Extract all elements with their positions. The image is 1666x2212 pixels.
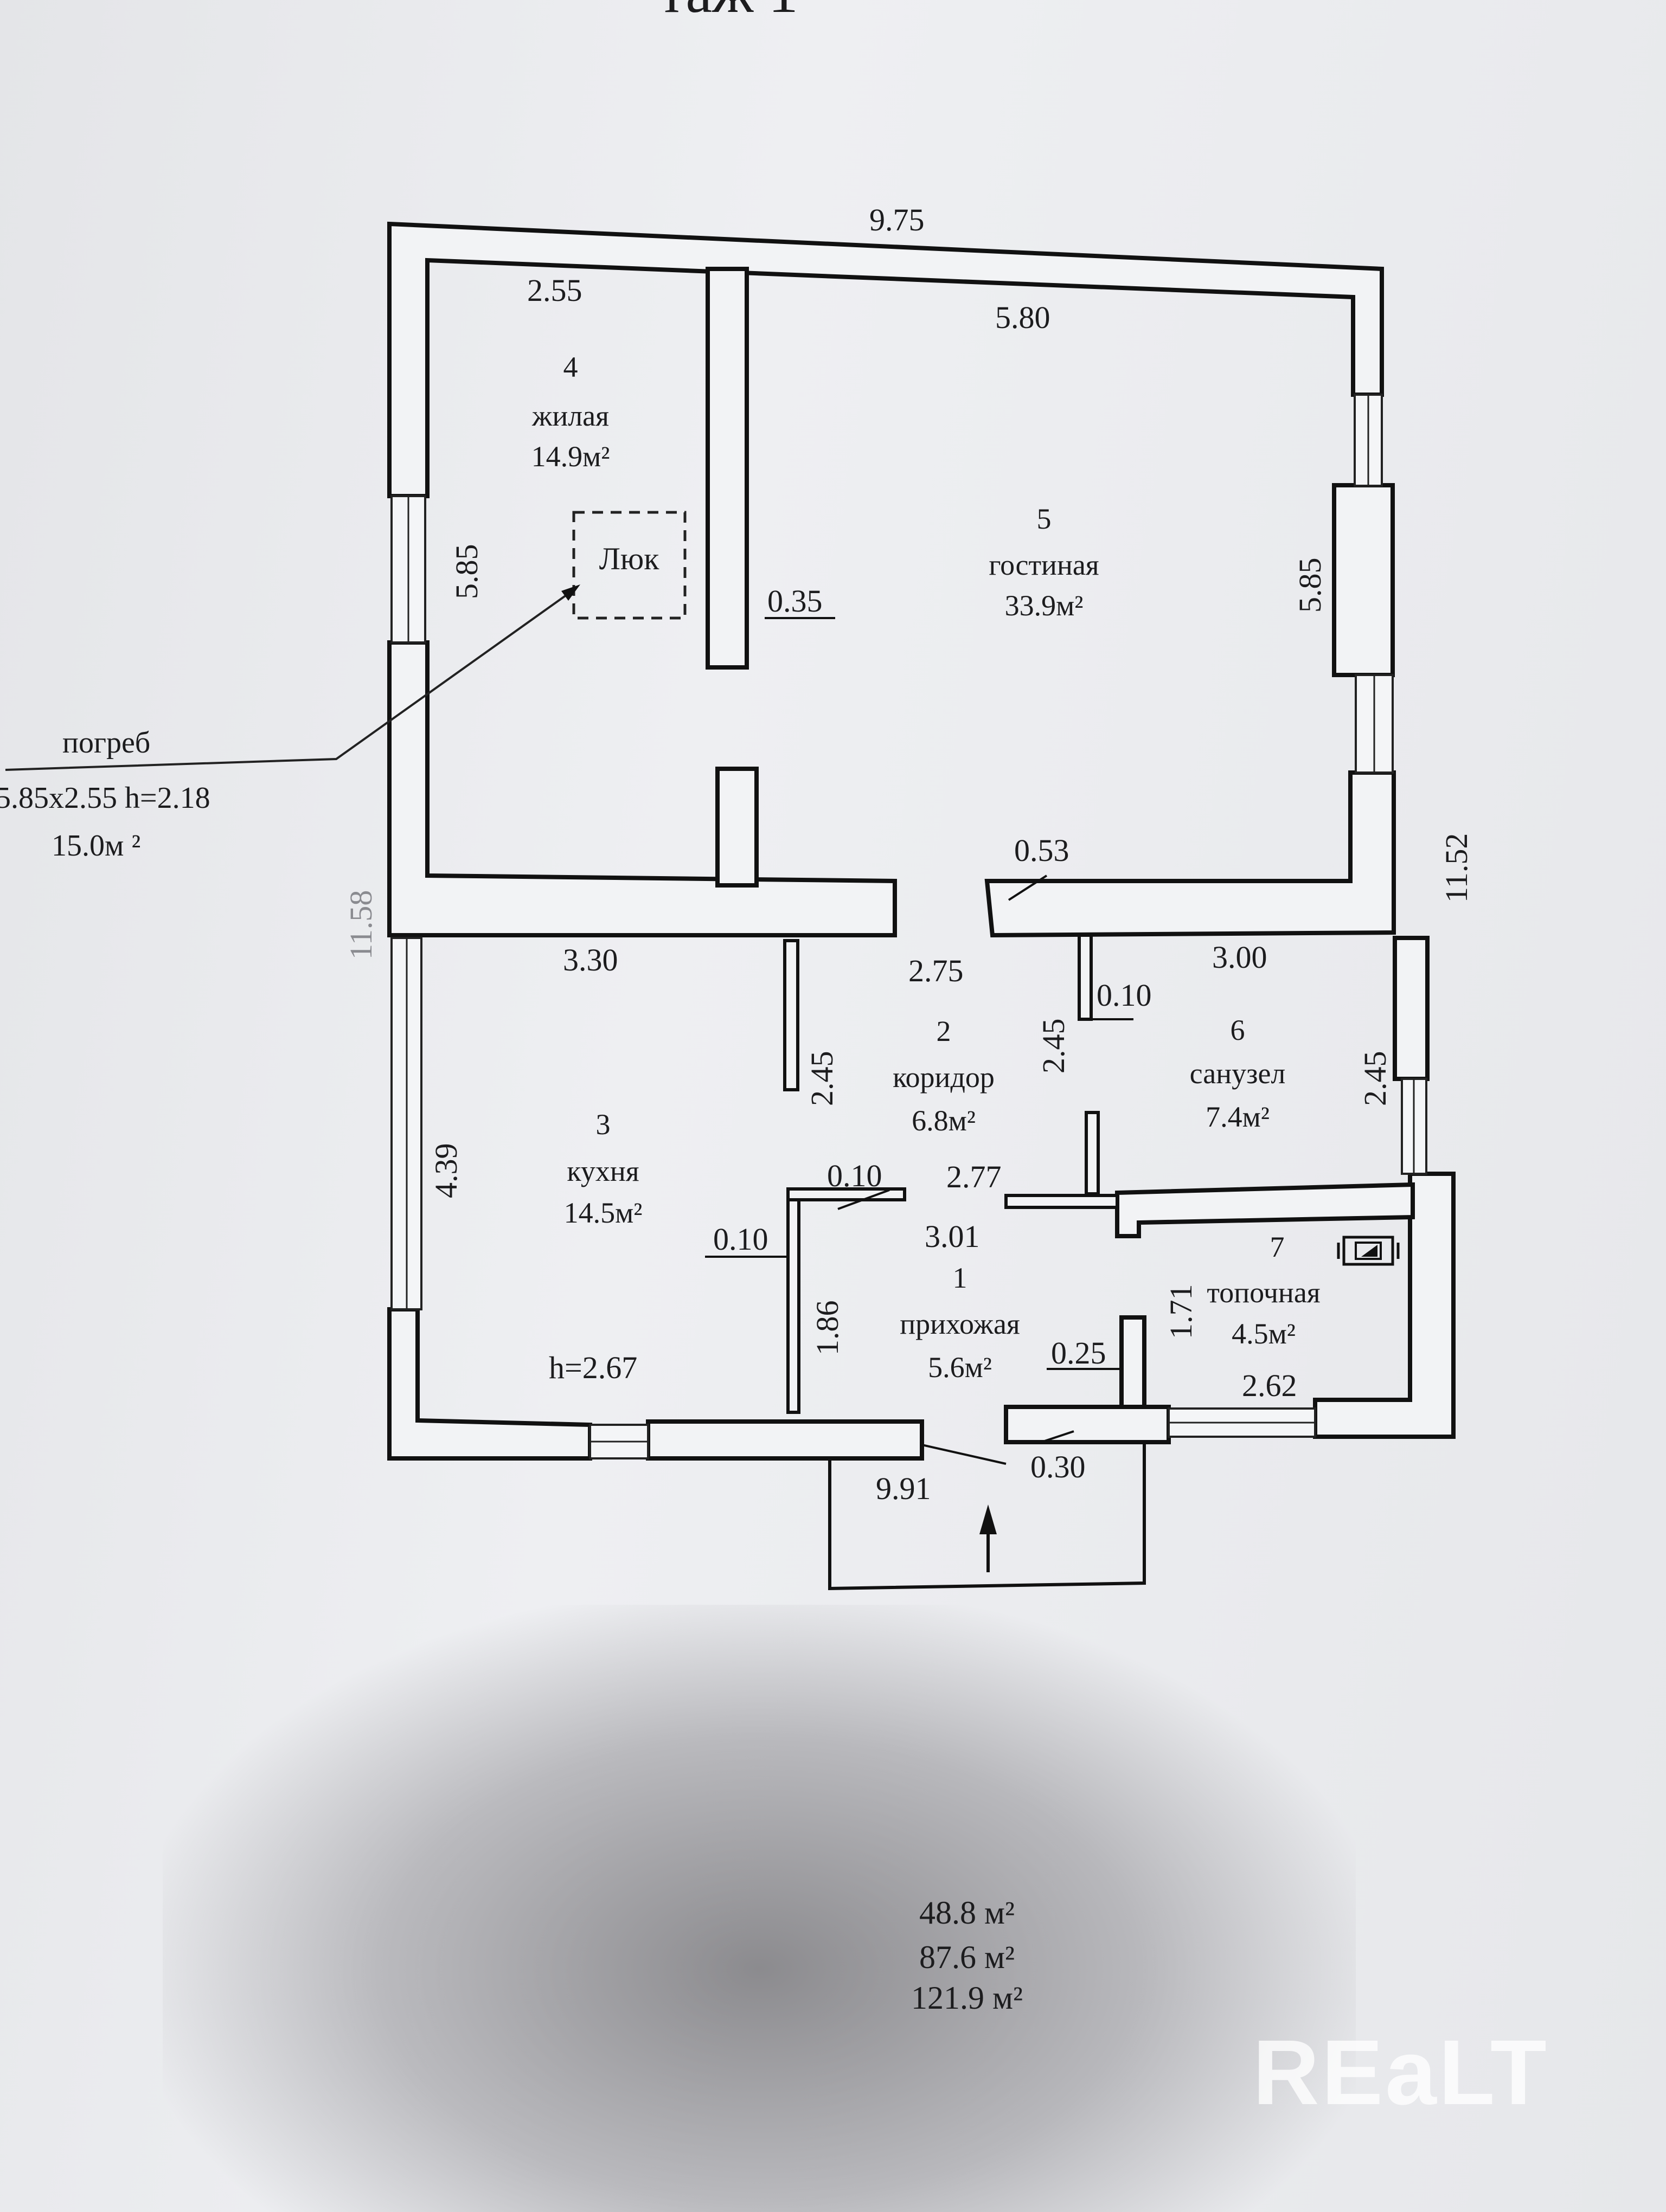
room-3: 3 кухня 14.5м² bbox=[564, 1108, 643, 1229]
room-number: 1 bbox=[953, 1262, 967, 1294]
dim-bottom-total: 9.91 bbox=[876, 1471, 931, 1506]
dim-wall-010-c: 0.10 bbox=[713, 1221, 768, 1257]
dim-right-total: 11.52 bbox=[1439, 833, 1474, 903]
thin-partitions bbox=[783, 934, 1119, 1414]
dim-opening: 0.53 bbox=[1014, 833, 1069, 868]
realt-watermark-logo: REaLT bbox=[1253, 2021, 1549, 2124]
entrance-arrow bbox=[979, 1504, 997, 1572]
room-number: 6 bbox=[1231, 1014, 1245, 1046]
dimension-lines bbox=[705, 617, 1133, 1443]
porch bbox=[828, 1442, 1146, 1591]
room-name: санузел bbox=[1190, 1057, 1286, 1090]
total-3: 121.9 м² bbox=[911, 1980, 1023, 2016]
room-name: топочная bbox=[1207, 1276, 1320, 1309]
room-area: 5.6м² bbox=[928, 1351, 992, 1384]
dim-wall-030: 0.30 bbox=[1030, 1449, 1086, 1484]
partition-corridor-bath-top bbox=[1078, 934, 1093, 1021]
hand-shadow bbox=[163, 1605, 1356, 2212]
outer-wall-left-upper bbox=[387, 640, 897, 937]
dim-partition: 0.35 bbox=[767, 583, 823, 619]
outer-wall-right-middle bbox=[1332, 483, 1395, 677]
total-1: 48.8 м² bbox=[919, 1895, 1015, 1931]
hatch-label: Люк bbox=[599, 541, 660, 576]
room-number: 3 bbox=[596, 1108, 611, 1141]
dim-kitchen-height: 4.39 bbox=[428, 1143, 464, 1199]
dim-left-height: 5.85 bbox=[449, 544, 484, 600]
cellar-size: 5.85x2.55 h=2.18 bbox=[0, 781, 210, 815]
windows bbox=[390, 394, 1427, 1459]
room-name: коридор bbox=[893, 1061, 995, 1094]
dim-wall-010-a: 0.10 bbox=[1097, 978, 1152, 1013]
outer-wall-bottom-mid bbox=[646, 1419, 924, 1461]
dim-right-height: 5.85 bbox=[1292, 558, 1328, 613]
partition-4-5-top bbox=[706, 267, 749, 670]
dim-hall-height: 1.86 bbox=[810, 1301, 845, 1356]
dim-room5-width: 5.80 bbox=[995, 300, 1050, 335]
room-area: 14.9м² bbox=[531, 440, 610, 473]
room-name: жилая bbox=[531, 400, 609, 432]
floor-header: таж 1 bbox=[659, 0, 798, 25]
room-area: 4.5м² bbox=[1232, 1317, 1296, 1350]
room-7: 7 топочная 4.5м² bbox=[1207, 1231, 1320, 1350]
ceiling-height: h=2.67 bbox=[549, 1350, 637, 1385]
room-name: кухня bbox=[567, 1155, 639, 1187]
room-6: 6 санузел 7.4м² bbox=[1190, 1014, 1286, 1133]
cellar-area: 15.0м ² bbox=[52, 829, 140, 863]
room-1: 1 прихожая 5.6м² bbox=[900, 1262, 1020, 1384]
partition-kitchen-corridor bbox=[783, 939, 799, 1091]
partition-hall-left-top bbox=[786, 1187, 906, 1201]
partition-corridor-hall bbox=[1004, 1194, 1119, 1209]
partition-corridor-bath-bottom bbox=[1085, 1111, 1100, 1195]
room-area: 14.5м² bbox=[564, 1197, 643, 1229]
outer-wall-bottom-right bbox=[1004, 1405, 1171, 1444]
outer-wall-right-bath bbox=[1393, 936, 1430, 1081]
porch-outline bbox=[828, 1442, 1146, 1591]
dim-bath-height: 2.45 bbox=[1357, 1051, 1393, 1107]
dim-corridor-height-right: 2.45 bbox=[1036, 1019, 1071, 1074]
dim-kitchen-width: 3.30 bbox=[563, 942, 618, 978]
dim-corridor-low-width: 2.77 bbox=[946, 1159, 1002, 1194]
dim-room4-width: 2.55 bbox=[527, 273, 582, 308]
cellar-leader-arrow bbox=[561, 584, 580, 601]
room-number: 2 bbox=[937, 1015, 951, 1047]
room-area: 33.9м² bbox=[1005, 589, 1084, 622]
room-name: гостиная bbox=[989, 549, 1099, 581]
dim-wall-010-b: 0.10 bbox=[827, 1158, 882, 1193]
room-number: 5 bbox=[1037, 503, 1052, 535]
cellar-title: погреб bbox=[62, 726, 150, 760]
dim-top-total: 9.75 bbox=[869, 202, 925, 237]
walls bbox=[387, 221, 1456, 1461]
cellar-leader-line bbox=[5, 590, 573, 771]
room-2: 2 коридор 6.8м² bbox=[893, 1015, 995, 1137]
hatch-box bbox=[572, 511, 687, 620]
boiler-icon bbox=[1337, 1236, 1400, 1266]
room-labels: 4 жилая 14.9м² 5 гостиная 33.9м² 3 кухня… bbox=[531, 351, 1321, 1384]
total-2: 87.6 м² bbox=[919, 1939, 1015, 1975]
dim-boiler-width: 2.62 bbox=[1242, 1368, 1297, 1403]
dim-hall-width: 3.01 bbox=[925, 1219, 980, 1254]
partition-4-5-bottom bbox=[715, 767, 759, 888]
dim-corridor-width: 2.75 bbox=[908, 953, 964, 988]
dim-left-total: 11.58 bbox=[343, 890, 379, 960]
partition-hall-left bbox=[786, 1188, 800, 1414]
room-name: прихожая bbox=[900, 1308, 1020, 1340]
room-number: 7 bbox=[1270, 1231, 1285, 1263]
dim-wall-025: 0.25 bbox=[1051, 1335, 1106, 1371]
area-totals: 48.8 м² 87.6 м² 121.9 м² bbox=[911, 1895, 1023, 2016]
cellar-note: погреб 5.85x2.55 h=2.18 15.0м ² bbox=[0, 726, 210, 863]
room-area: 6.8м² bbox=[912, 1104, 976, 1137]
dim-corridor-height-left: 2.45 bbox=[804, 1051, 840, 1107]
dim-boiler-height: 1.71 bbox=[1163, 1284, 1199, 1340]
door-swing bbox=[921, 1444, 1007, 1465]
room-area: 7.4м² bbox=[1206, 1101, 1270, 1133]
boiler-inner-wall bbox=[1119, 1315, 1146, 1409]
partition-bath-boiler bbox=[1115, 1182, 1415, 1238]
dimension-labels: 9.75 2.55 5.80 5.85 5.85 0.35 0.53 11.58… bbox=[343, 202, 1474, 1506]
room-5: 5 гостиная 33.9м² bbox=[989, 503, 1099, 622]
room-4: 4 жилая 14.9м² bbox=[531, 351, 610, 473]
dim-bath-width: 3.00 bbox=[1212, 940, 1267, 975]
room-number: 4 bbox=[563, 351, 578, 383]
